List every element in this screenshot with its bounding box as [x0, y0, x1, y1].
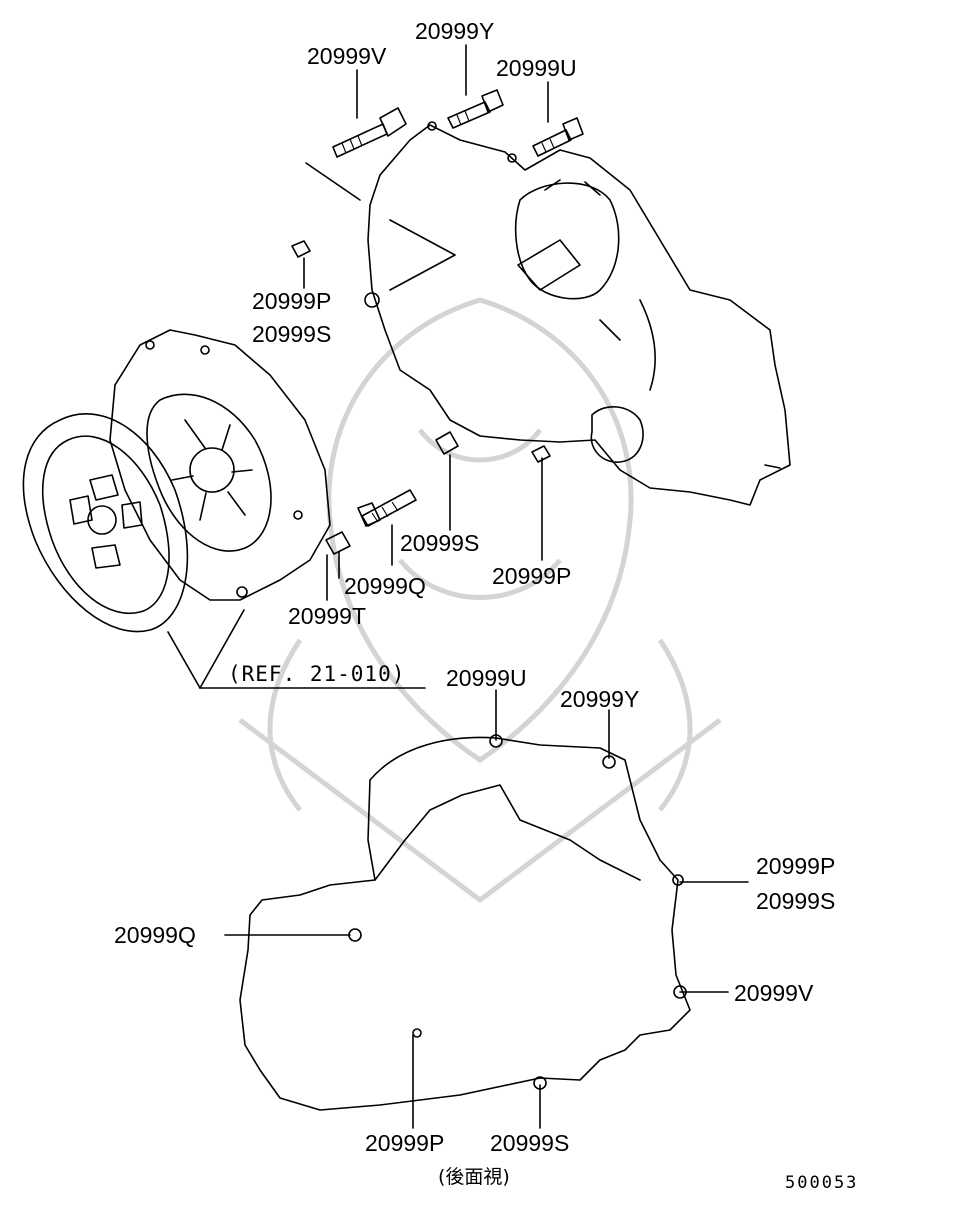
- callout-20999u-top: 20999U: [496, 55, 577, 81]
- callout-20999p-right: 20999P: [492, 563, 572, 589]
- callout-20999s-rear-right: 20999S: [756, 888, 836, 914]
- callout-20999s-mid: 20999S: [252, 321, 332, 347]
- callout-20999y-rear: 20999Y: [560, 686, 640, 712]
- reference-note: (REF. 21-010): [228, 662, 406, 686]
- bolt-20999q-icon: [325, 531, 351, 555]
- clutch-disc: [22, 413, 189, 633]
- bolt-20999v-icon: [332, 107, 407, 158]
- bolt-20999t-icon: [357, 489, 417, 527]
- callout-20999p-rear-right: 20999P: [756, 853, 836, 879]
- callout-20999p-rear-bottom: 20999P: [365, 1130, 445, 1156]
- rear-view-label: (後面視): [438, 1166, 510, 1188]
- callout-20999u-rear: 20999U: [446, 665, 527, 691]
- bolt-20999y-icon: [447, 89, 504, 129]
- bolt-20999u-icon: [532, 117, 584, 157]
- leader-lines: [167, 44, 749, 1129]
- watermark-emblem: [238, 297, 722, 904]
- figure-number: 500053: [785, 1173, 859, 1193]
- callout-20999v-top: 20999V: [307, 43, 387, 69]
- pressure-plate: [109, 329, 331, 601]
- callout-20999q-center: 20999Q: [344, 573, 426, 599]
- callout-20999p-mid: 20999P: [252, 288, 332, 314]
- callout-20999s-rear-bottom: 20999S: [490, 1130, 570, 1156]
- callout-20999s-center: 20999S: [400, 530, 480, 556]
- bolt-20999p-right-icon: [531, 445, 551, 463]
- bolt-20999p-upper-icon: [291, 240, 311, 258]
- callout-20999t-center: 20999T: [288, 603, 367, 629]
- bolt-20999s-center-icon: [435, 431, 459, 455]
- callout-20999q-rear: 20999Q: [114, 922, 196, 948]
- rear-view-housing: [239, 734, 691, 1111]
- callout-20999y-top: 20999Y: [415, 18, 495, 44]
- callout-20999v-rear: 20999V: [734, 980, 814, 1006]
- transmission-housing: [364, 121, 791, 506]
